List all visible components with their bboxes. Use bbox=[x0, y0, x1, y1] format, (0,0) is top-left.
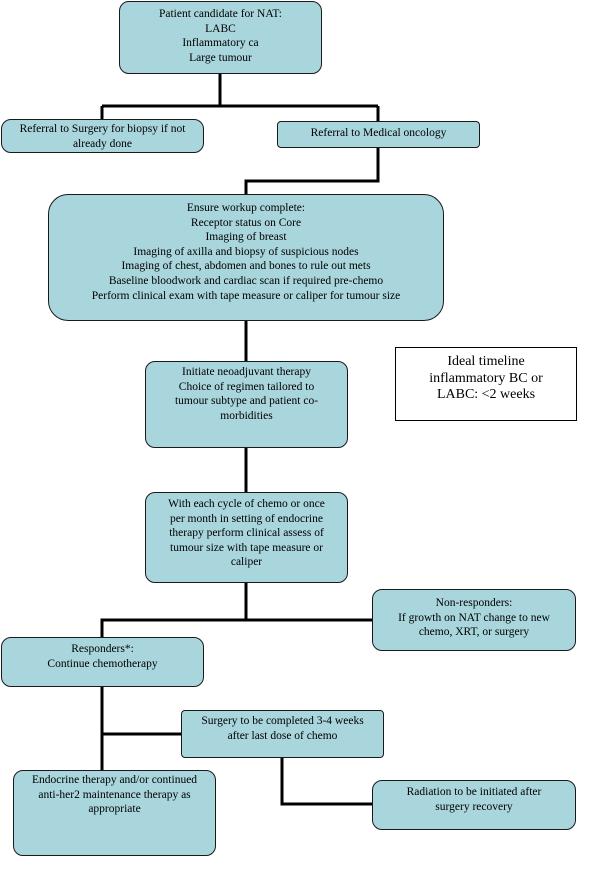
node-text-line: Ensure workup complete: bbox=[186, 202, 306, 214]
node-text-line: Continue chemotherapy bbox=[47, 657, 158, 670]
node-text-line: Radiation to be initiated after bbox=[406, 786, 542, 798]
node-text-line: Inflammatory ca bbox=[182, 37, 259, 50]
node-text-line: after last dose of chemo bbox=[227, 729, 338, 742]
oncology-referral-node: Referral to Medical oncology bbox=[277, 121, 480, 148]
node-text-line: inflammatory BC or bbox=[429, 370, 543, 386]
node-text-line: Surgery to be completed 3-4 weeks bbox=[201, 715, 364, 727]
node-text-line: chemo, XRT, or surgery bbox=[418, 626, 530, 639]
node-text-line: Endocrine therapy and/or continued bbox=[31, 774, 198, 786]
node-text-line: Imaging of chest, abdomen and bones to r… bbox=[121, 260, 371, 273]
node-text-line: Non-responders: bbox=[435, 597, 513, 609]
node-text-line: Responders*: bbox=[71, 643, 134, 655]
node-text-line: Receptor status on Core bbox=[190, 216, 302, 229]
node-text-line: With each cycle of chemo or once bbox=[168, 498, 325, 510]
node-text-line: tumour subtype and patient co- bbox=[174, 395, 319, 408]
node-text-line: Choice of regimen tailored to bbox=[178, 380, 315, 393]
non-responders-node: Non-responders: If growth on NAT change t… bbox=[372, 589, 576, 651]
surgery-timing-node: Surgery to be completed 3-4 weeks after l… bbox=[181, 710, 384, 758]
node-text-line: morbidities bbox=[220, 409, 273, 422]
connector-split-surgery bbox=[100, 104, 378, 119]
node-text-line: Patient candidate for NAT: bbox=[158, 8, 282, 20]
node-text-line: Initiate neoadjuvant therapy bbox=[181, 366, 311, 378]
connector-surgery-radiation bbox=[280, 758, 372, 806]
monitor-node: With each cycle of chemo or once per mont… bbox=[145, 492, 348, 583]
node-text-line: LABC bbox=[205, 22, 236, 35]
endocrine-node: Endocrine therapy and/or continued anti-h… bbox=[13, 770, 216, 856]
node-text-line: caliper bbox=[230, 556, 263, 569]
connector-monitor-branch bbox=[244, 583, 372, 622]
surgery-referral-node: Referral to Surgery for biopsy if not alr… bbox=[1, 119, 204, 153]
radiation-node: Radiation to be initiated after surgery r… bbox=[372, 780, 576, 830]
connector-branch-responders bbox=[100, 618, 246, 637]
node-text-line: Ideal timeline bbox=[447, 354, 525, 369]
candidate-node: Patient candidate for NAT: LABC Inflammato… bbox=[119, 1, 322, 74]
node-text-line: Imaging of breast bbox=[205, 231, 287, 244]
node-text-line: Referral to Surgery for biopsy if not bbox=[19, 123, 186, 135]
node-text-line: therapy perform clinical assess of bbox=[169, 527, 324, 540]
connector-oncology-workup bbox=[244, 148, 380, 194]
node-text-line: appropriate bbox=[88, 803, 141, 816]
node-text-line: If growth on NAT change to new bbox=[398, 611, 550, 624]
node-text-line: per month in setting of endocrine bbox=[170, 512, 323, 525]
node-text-line: already done bbox=[72, 137, 133, 150]
node-text-line: tumour size with tape measure or bbox=[170, 541, 323, 554]
node-text-line: Perform clinical exam with tape measure … bbox=[91, 289, 401, 302]
workup-node: Ensure workup complete: Receptor status o… bbox=[48, 194, 444, 321]
responders-node: Responders*: Continue chemotherapy bbox=[1, 637, 204, 687]
node-text-line: LABC: <2 weeks bbox=[436, 387, 536, 402]
node-text-line: surgery recovery bbox=[435, 800, 513, 813]
node-text-line: anti-her2 maintenance therapy as bbox=[38, 788, 191, 801]
node-text-line: Large tumour bbox=[189, 51, 252, 64]
node-text-line: Imaging of axilla and biopsy of suspicio… bbox=[133, 245, 359, 258]
node-text-line: Baseline bloodwork and cardiac scan if r… bbox=[108, 274, 384, 287]
node-text-line: Referral to Medical oncology bbox=[310, 127, 447, 139]
